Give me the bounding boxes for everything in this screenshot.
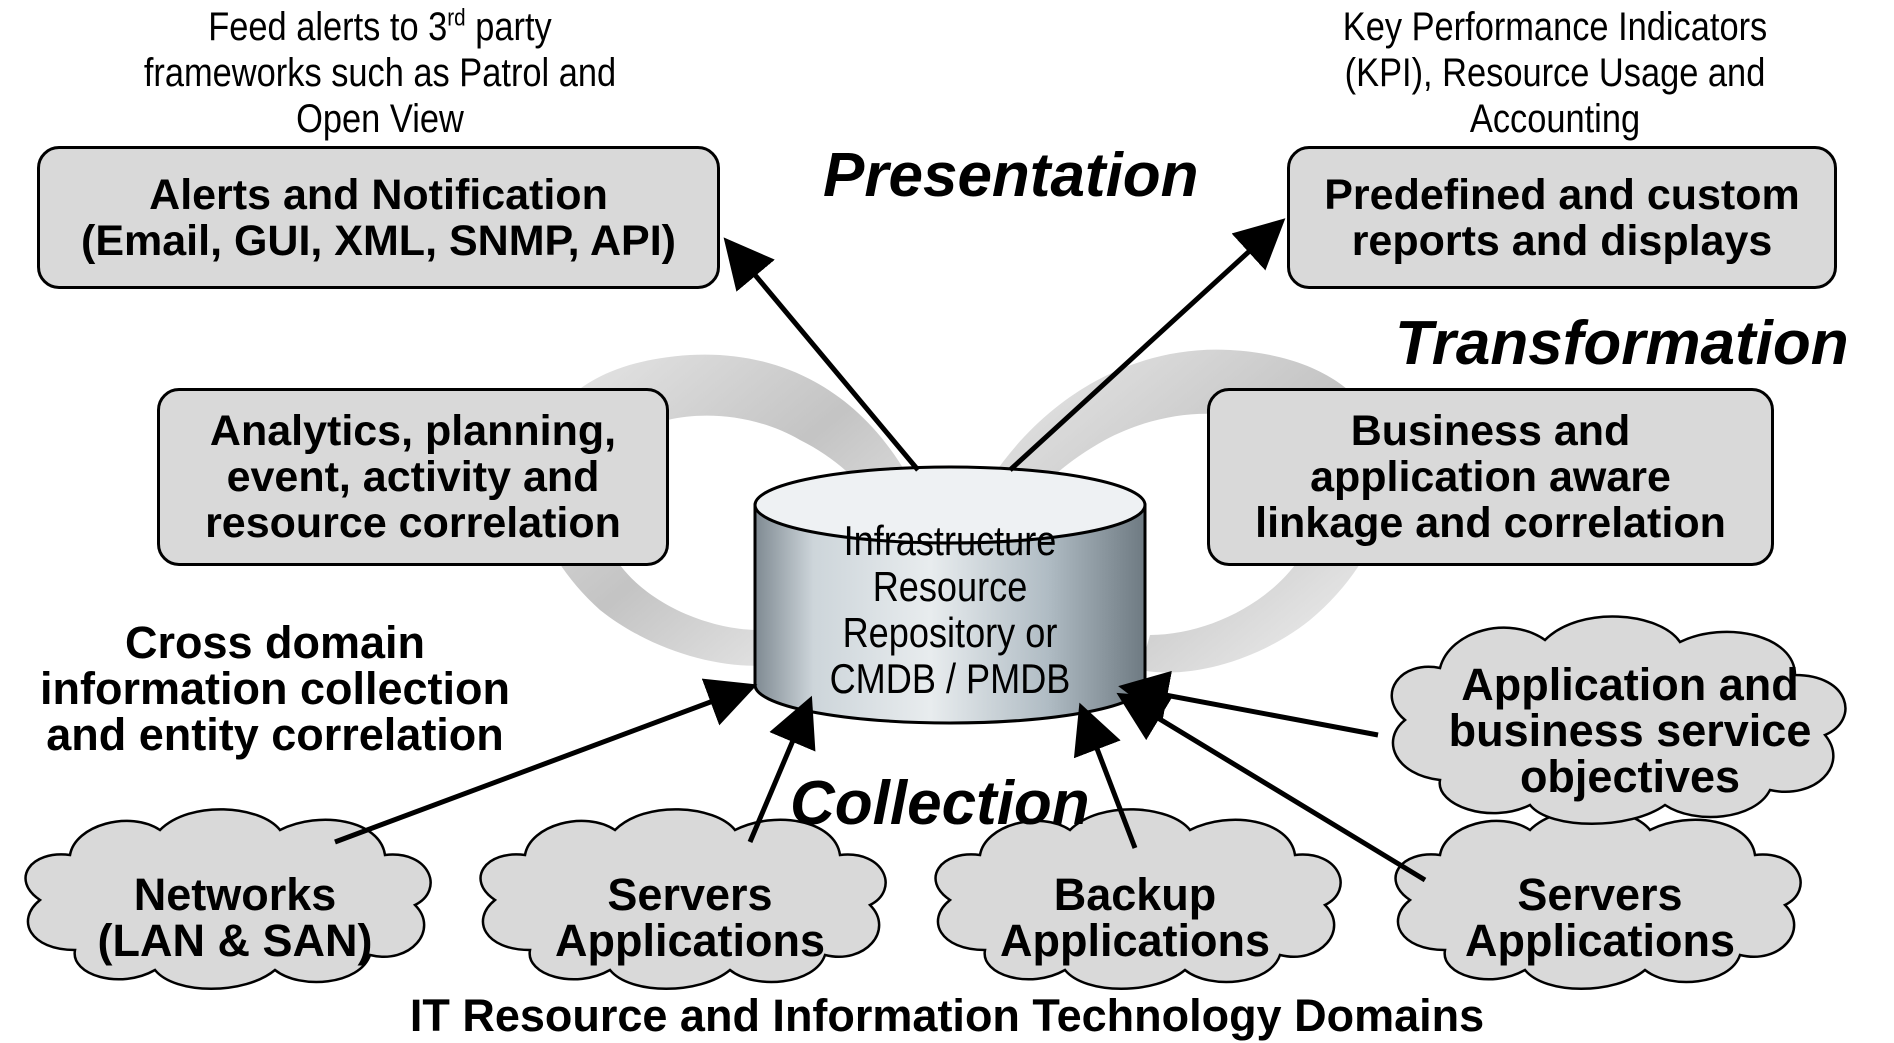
- cloud-networks-line-1: Networks: [133, 869, 337, 920]
- cloud-objectives-line-2: business service: [1448, 705, 1812, 756]
- alerts-box: Alerts and Notification (Email, GUI, XML…: [37, 146, 720, 289]
- stage-collection: Collection: [790, 769, 1090, 838]
- cloud-networks-label: Networks (LAN & SAN): [60, 872, 410, 964]
- alerts-note-line-1-suffix: party: [465, 5, 552, 49]
- cross-domain-line-2: information collection: [39, 663, 511, 714]
- kpi-note: Key Performance Indicators (KPI), Resour…: [1288, 4, 1821, 142]
- cloud-servers-2-label: Servers Applications: [1425, 872, 1775, 964]
- reports-box-line-2: reports and displays: [1351, 216, 1773, 265]
- kpi-note-line-3: Accounting: [1469, 97, 1641, 141]
- arrow-from-servers-2: [1116, 692, 1427, 883]
- cloud-backup-line-1: Backup: [1053, 869, 1217, 920]
- stage-transformation: Transformation: [1395, 309, 1849, 378]
- repository-label: Infrastructure Resource Repository or CM…: [804, 518, 1096, 702]
- cross-domain-label: Cross domain information collection and …: [20, 620, 530, 758]
- stage-presentation: Presentation: [823, 141, 1199, 210]
- analytics-box-line-3: resource correlation: [205, 499, 621, 547]
- arrow-from-servers-1: [747, 695, 816, 843]
- cloud-backup-line-2: Applications: [999, 915, 1271, 966]
- cloud-servers-1-line-2: Applications: [554, 915, 826, 966]
- business-box-line-1: Business and: [1350, 407, 1631, 455]
- footer-title: IT Resource and Information Technology D…: [409, 990, 1485, 1041]
- kpi-note-line-2: (KPI), Resource Usage and: [1344, 51, 1766, 95]
- cloud-servers-1: [479, 808, 887, 990]
- cloud-servers-1-line-1: Servers: [607, 869, 773, 920]
- cloud-servers-1-label: Servers Applications: [515, 872, 865, 964]
- alerts-note-line-1: Feed alerts to 3: [208, 5, 448, 49]
- kpi-note-line-1: Key Performance Indicators: [1342, 5, 1768, 49]
- repository-line-4: CMDB / PMDB: [829, 655, 1071, 702]
- analytics-box-line-2: event, activity and: [226, 453, 600, 501]
- arrow-from-backup: [1073, 702, 1138, 849]
- cloud-servers-2: [1394, 808, 1802, 990]
- business-box-line-2: application aware: [1310, 453, 1671, 501]
- repository-line-2: Resource: [872, 563, 1028, 610]
- reports-box: Predefined and custom reports and displa…: [1287, 146, 1837, 289]
- analytics-box-line-1: Analytics, planning,: [209, 407, 617, 455]
- cloud-objectives-label: Application and business service objecti…: [1425, 662, 1835, 800]
- alerts-note-sup: rd: [447, 4, 466, 32]
- cloud-objectives-line-3: objectives: [1519, 751, 1741, 802]
- cloud-networks-line-2: (LAN & SAN): [97, 915, 373, 966]
- alerts-note: Feed alerts to 3rd party frameworks such…: [122, 4, 638, 142]
- arrow-to-reports: [1008, 218, 1286, 472]
- alerts-box-line-1: Alerts and Notification: [149, 170, 608, 219]
- analytics-box: Analytics, planning, event, activity and…: [157, 388, 669, 566]
- business-box-line-3: linkage and correlation: [1255, 499, 1726, 547]
- business-box: Business and application aware linkage a…: [1207, 388, 1774, 566]
- arrows: [334, 218, 1427, 883]
- repository-line-1: Infrastructure: [843, 517, 1057, 564]
- repository-line-3: Repository or: [842, 609, 1058, 656]
- cloud-objectives-line-1: Application and: [1461, 659, 1799, 710]
- cloud-servers-2-line-2: Applications: [1464, 915, 1736, 966]
- alerts-note-line-2: frameworks such as Patrol and: [143, 51, 617, 95]
- cross-domain-line-3: and entity correlation: [46, 709, 504, 760]
- arrow-from-objectives: [1118, 670, 1379, 738]
- reports-box-line-1: Predefined and custom: [1324, 170, 1800, 219]
- alerts-note-line-3: Open View: [296, 97, 464, 141]
- cloud-servers-2-line-1: Servers: [1517, 869, 1683, 920]
- arrow-to-alerts: [723, 237, 920, 472]
- cloud-backup-label: Backup Applications: [960, 872, 1310, 964]
- cloud-objectives: [1390, 615, 1847, 825]
- arrow-from-networks: [334, 678, 758, 845]
- alerts-box-line-2: (Email, GUI, XML, SNMP, API): [81, 216, 676, 265]
- repository-cylinder: [753, 465, 1147, 725]
- cloud-networks: [24, 808, 432, 990]
- cloud-backup: [934, 808, 1342, 990]
- cross-domain-line-1: Cross domain: [124, 617, 426, 668]
